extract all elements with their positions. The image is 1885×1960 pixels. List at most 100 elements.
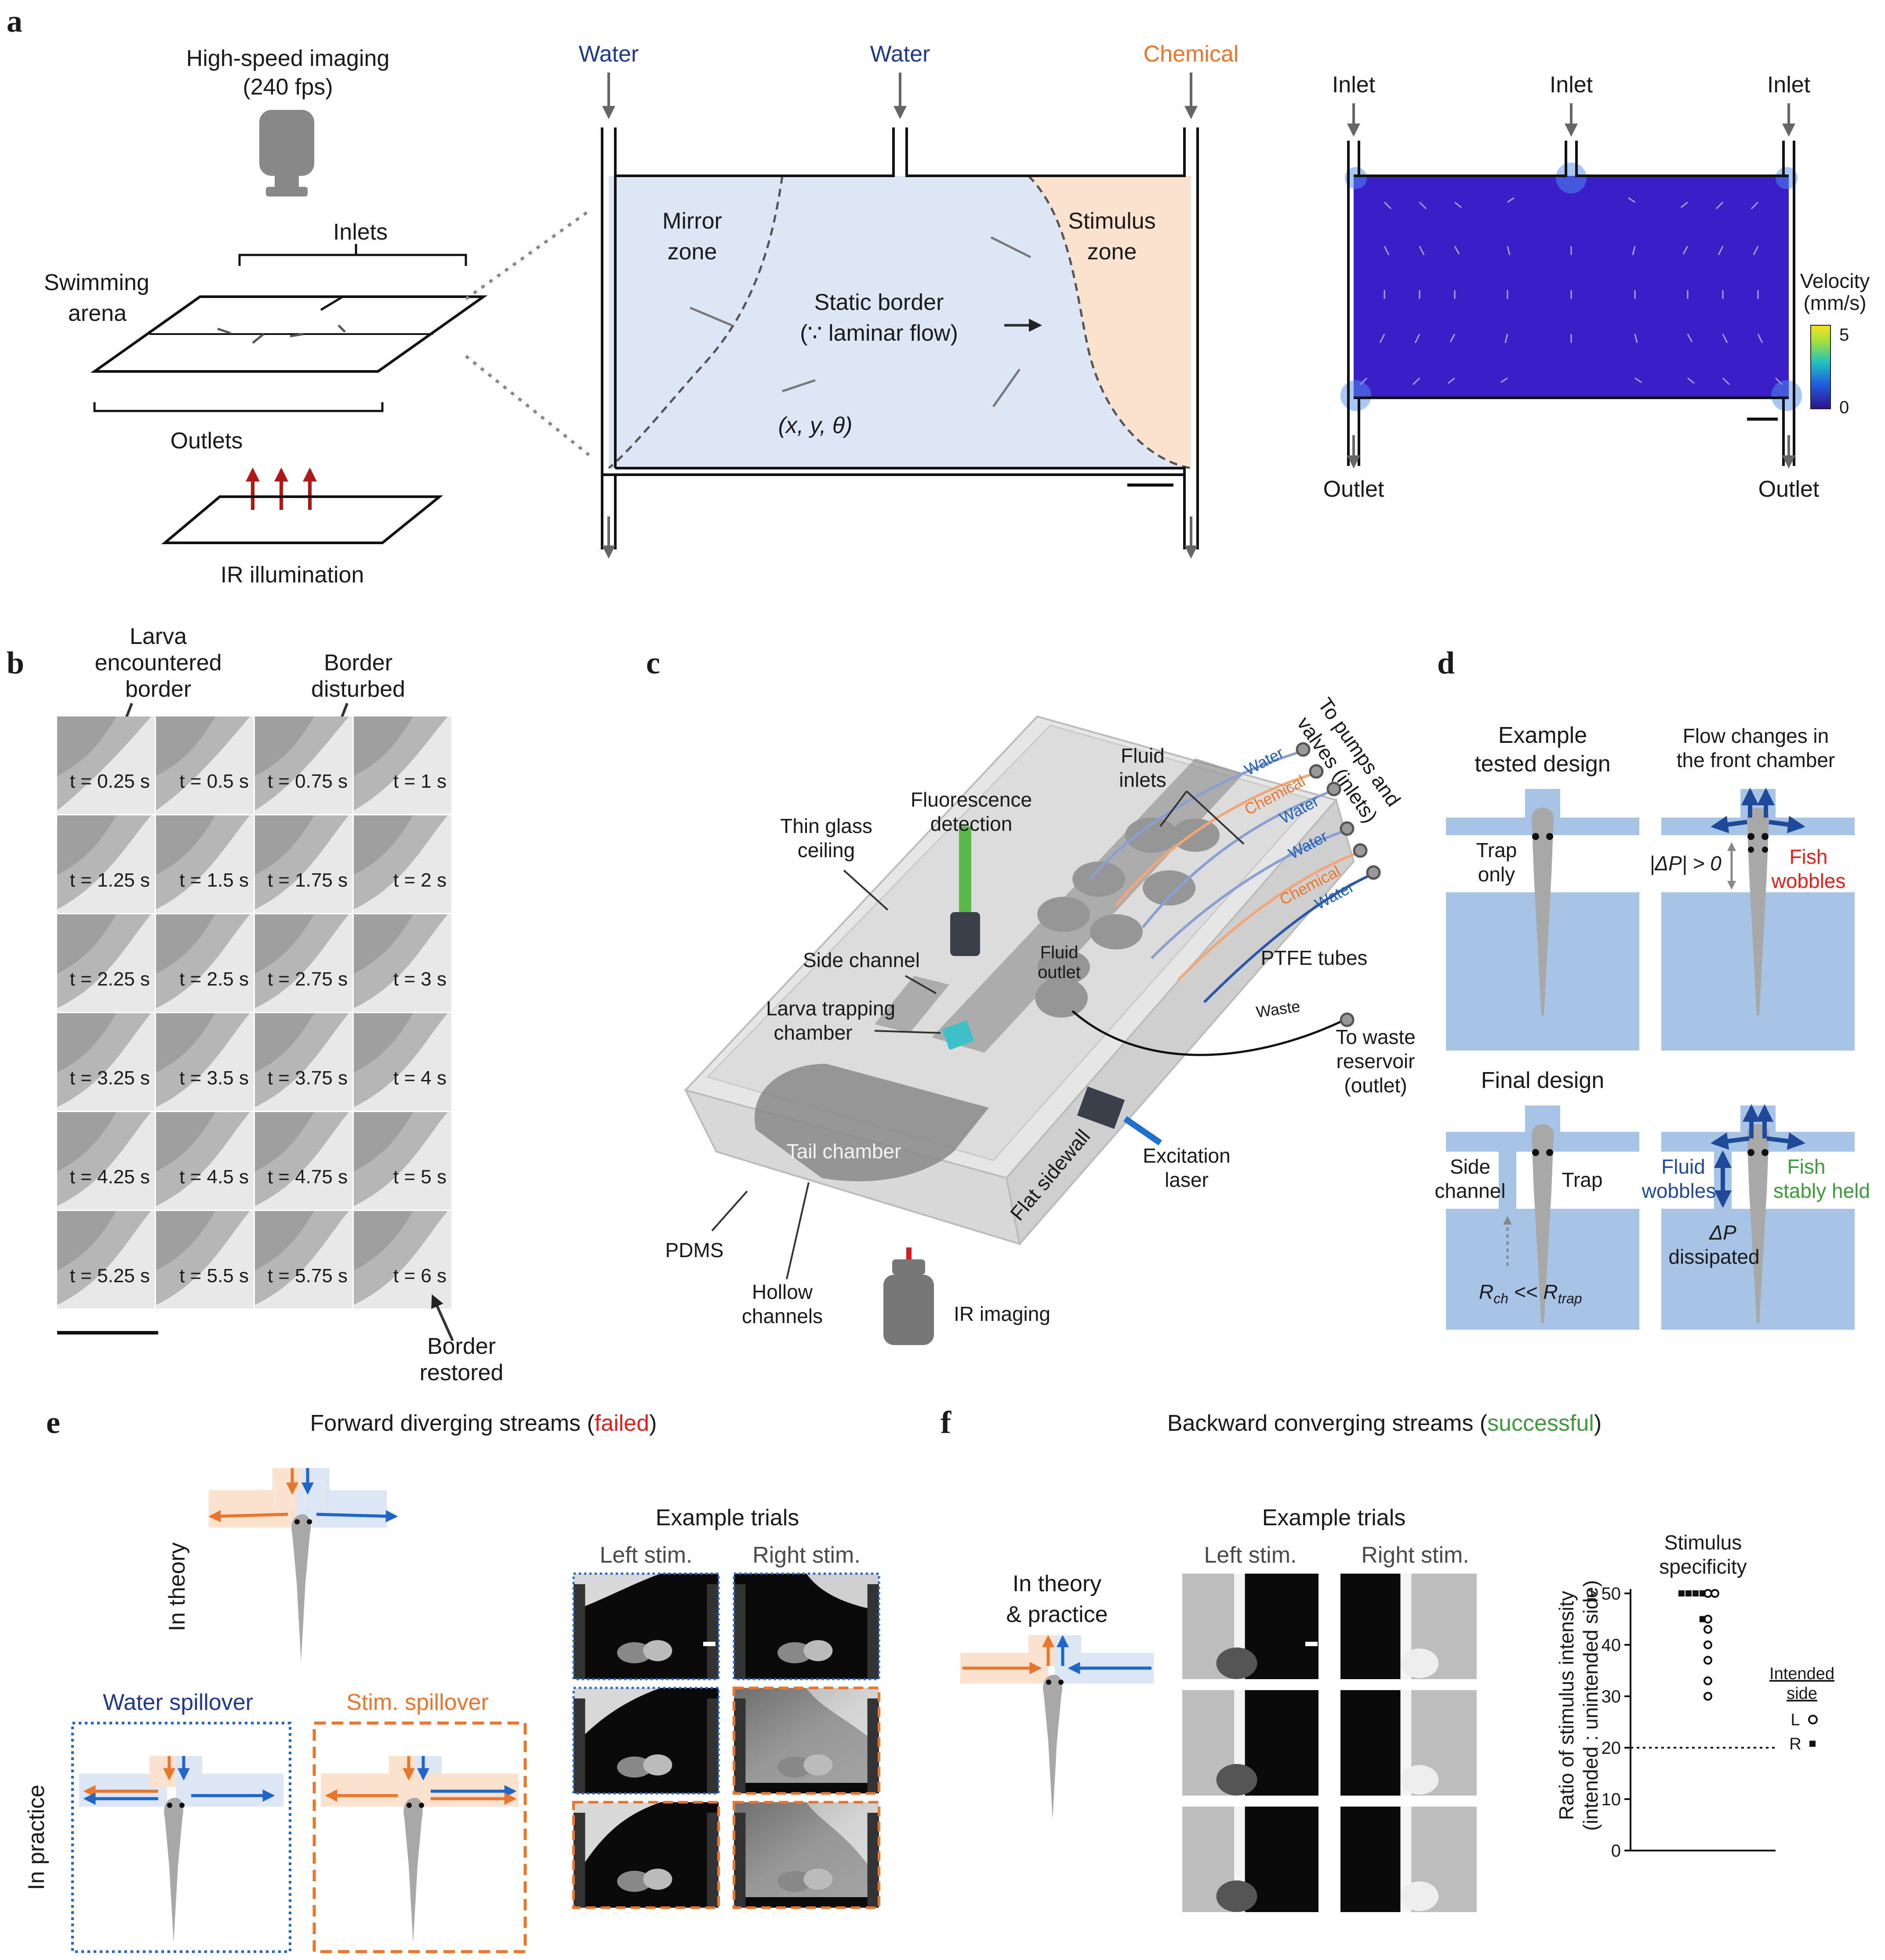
chart-ylabel-2: (intended : unintended side)	[1579, 1580, 1602, 1831]
dissipated-label-2: dissipated	[1668, 1245, 1759, 1268]
time-label: t = 0.25 s	[70, 771, 150, 792]
dissipated-label-1: ΔP	[1709, 1221, 1736, 1244]
time-label: t = 2.5 s	[179, 968, 249, 990]
outlet-left-label: Outlet	[1323, 476, 1384, 502]
stimulus-zone-label-1: Stimulus	[1068, 208, 1155, 234]
panel-label-f: f	[941, 1405, 952, 1440]
panel-d: Example tested design Flow changes in th…	[1435, 723, 1870, 1330]
e-example-trials-label: Example trials	[656, 1505, 799, 1531]
time-label: t = 1.75 s	[268, 869, 348, 891]
waste-reservoir-label-3: (outlet)	[1344, 1074, 1407, 1097]
f-theory-label-1: In theory	[1013, 1571, 1101, 1596]
encounter-label-3: border	[125, 676, 191, 702]
time-label: t = 1.5 s	[179, 869, 249, 891]
static-border-label: Static border	[814, 290, 944, 315]
mirror-zone-label-2: zone	[668, 239, 717, 265]
velocity-chamber-walls	[1347, 141, 1795, 466]
time-label: t = 4 s	[393, 1067, 447, 1089]
fish-2	[1747, 807, 1769, 1015]
data-point-l	[1703, 1640, 1712, 1649]
inlet-right-label: Inlet	[1767, 72, 1811, 98]
trap-d-label: Trap	[1562, 1168, 1603, 1191]
disturbed-label-2: disturbed	[311, 676, 405, 702]
f-theory-diagram	[960, 1635, 1154, 1820]
legend-title-1: Intended	[1769, 1665, 1834, 1683]
time-lapse-frame: t = 3.5 s	[156, 1013, 254, 1111]
larva-marks	[690, 236, 1031, 407]
trial-image	[733, 1572, 880, 1680]
chart-title-2: specificity	[1659, 1555, 1747, 1578]
time-lapse-frame: t = 0.5 s	[156, 716, 254, 814]
ir-imaging-label: IR imaging	[954, 1302, 1050, 1325]
panel-label-d: d	[1437, 645, 1455, 680]
time-lapse-frame: t = 0.75 s	[255, 716, 352, 814]
panel-e: Forward diverging streams (failed) In th…	[24, 1411, 880, 1953]
time-label: t = 2.25 s	[70, 968, 150, 990]
data-point-r	[1693, 1590, 1699, 1596]
panel-f-title: Backward converging streams (successful)	[1167, 1411, 1602, 1436]
velocity-field	[1354, 176, 1789, 398]
time-label: t = 5 s	[393, 1166, 447, 1188]
f-right-stim-label: Right stim.	[1361, 1542, 1469, 1568]
excitation-laser-icon	[1077, 1086, 1125, 1129]
stably-held-label-2: stably held	[1773, 1179, 1870, 1202]
side-channel-d-label-2: channel	[1435, 1179, 1505, 1202]
time-lapse-frame: t = 5.25 s	[57, 1211, 155, 1309]
e-stim-spill-diagram	[321, 1756, 519, 1943]
glass-ceiling-label-2: ceiling	[798, 839, 855, 862]
inlet-mid-label: Inlet	[1550, 72, 1593, 98]
waste-reservoir-label-1: To waste	[1336, 1025, 1416, 1048]
trap-chamber-label-2: chamber	[774, 1021, 853, 1044]
resistance-label: Rch << Rtrap	[1479, 1280, 1582, 1306]
stim-spillover-box	[312, 1721, 527, 1953]
fluid-inlets-label-2: inlets	[1119, 768, 1166, 791]
time-label: t = 2 s	[393, 869, 447, 891]
inlet-arrows	[602, 73, 1198, 119]
fluid-inlets-label-1: Fluid	[1121, 744, 1165, 767]
water-spillover-box	[71, 1722, 291, 1953]
laminar-flow-label: (∵ laminar flow)	[800, 320, 958, 346]
y-tick-label: 10	[1602, 1790, 1621, 1809]
fish-3	[1532, 1124, 1554, 1323]
excitation-label-2: laser	[1165, 1168, 1209, 1191]
hollow-label-1: Hollow	[752, 1280, 813, 1303]
trial-image	[1340, 1574, 1477, 1679]
trial-image	[1182, 1574, 1318, 1679]
time-label: t = 2.75 s	[268, 968, 348, 990]
trial-image	[733, 1687, 880, 1795]
time-label: t = 1 s	[393, 771, 447, 792]
fluid-outlet-label-1: Fluid	[1040, 943, 1079, 962]
camera-icon	[259, 110, 314, 196]
time-label: t = 6 s	[393, 1265, 447, 1287]
fish-wobbles-label-1: Fish	[1790, 845, 1828, 868]
time-lapse-frame: t = 1 s	[354, 716, 451, 814]
time-lapse-frame: t = 4.75 s	[255, 1112, 352, 1210]
time-label: t = 4.25 s	[70, 1166, 150, 1188]
velocity-vectors	[1359, 197, 1783, 385]
encounter-label-2: encountered	[94, 650, 222, 676]
panel-c: Thin glass ceiling Fluorescence detectio…	[665, 694, 1416, 1345]
ir-plate	[161, 495, 443, 544]
time-label: t = 3.75 s	[268, 1067, 348, 1089]
data-point-l	[1711, 1589, 1719, 1598]
e-right-stim-label: Right stim.	[752, 1542, 861, 1568]
pdms-label: PDMS	[665, 1239, 724, 1262]
inlet-left-label: Inlet	[1332, 72, 1376, 98]
time-label: t = 3.5 s	[179, 1067, 249, 1089]
data-point-r	[1700, 1616, 1706, 1622]
velocity-colorbar	[1810, 325, 1831, 409]
fluorescence-beam	[959, 826, 971, 914]
scale-bar-a	[1127, 484, 1173, 487]
trap-only-label-1: Trap	[1476, 839, 1517, 862]
fluid-outlet-label-2: outlet	[1038, 963, 1081, 982]
data-point-l	[1703, 1656, 1712, 1665]
outlets-label: Outlets	[171, 428, 243, 454]
ir-camera-icon	[883, 1247, 934, 1345]
side-channel-label: Side channel	[803, 949, 920, 971]
trial-image	[572, 1687, 720, 1795]
trial-image	[1340, 1690, 1477, 1796]
time-lapse-frame: t = 0.25 s	[57, 716, 155, 814]
tail-chamber-label: Tail chamber	[787, 1140, 901, 1163]
fps-label: (240 fps)	[243, 74, 333, 100]
